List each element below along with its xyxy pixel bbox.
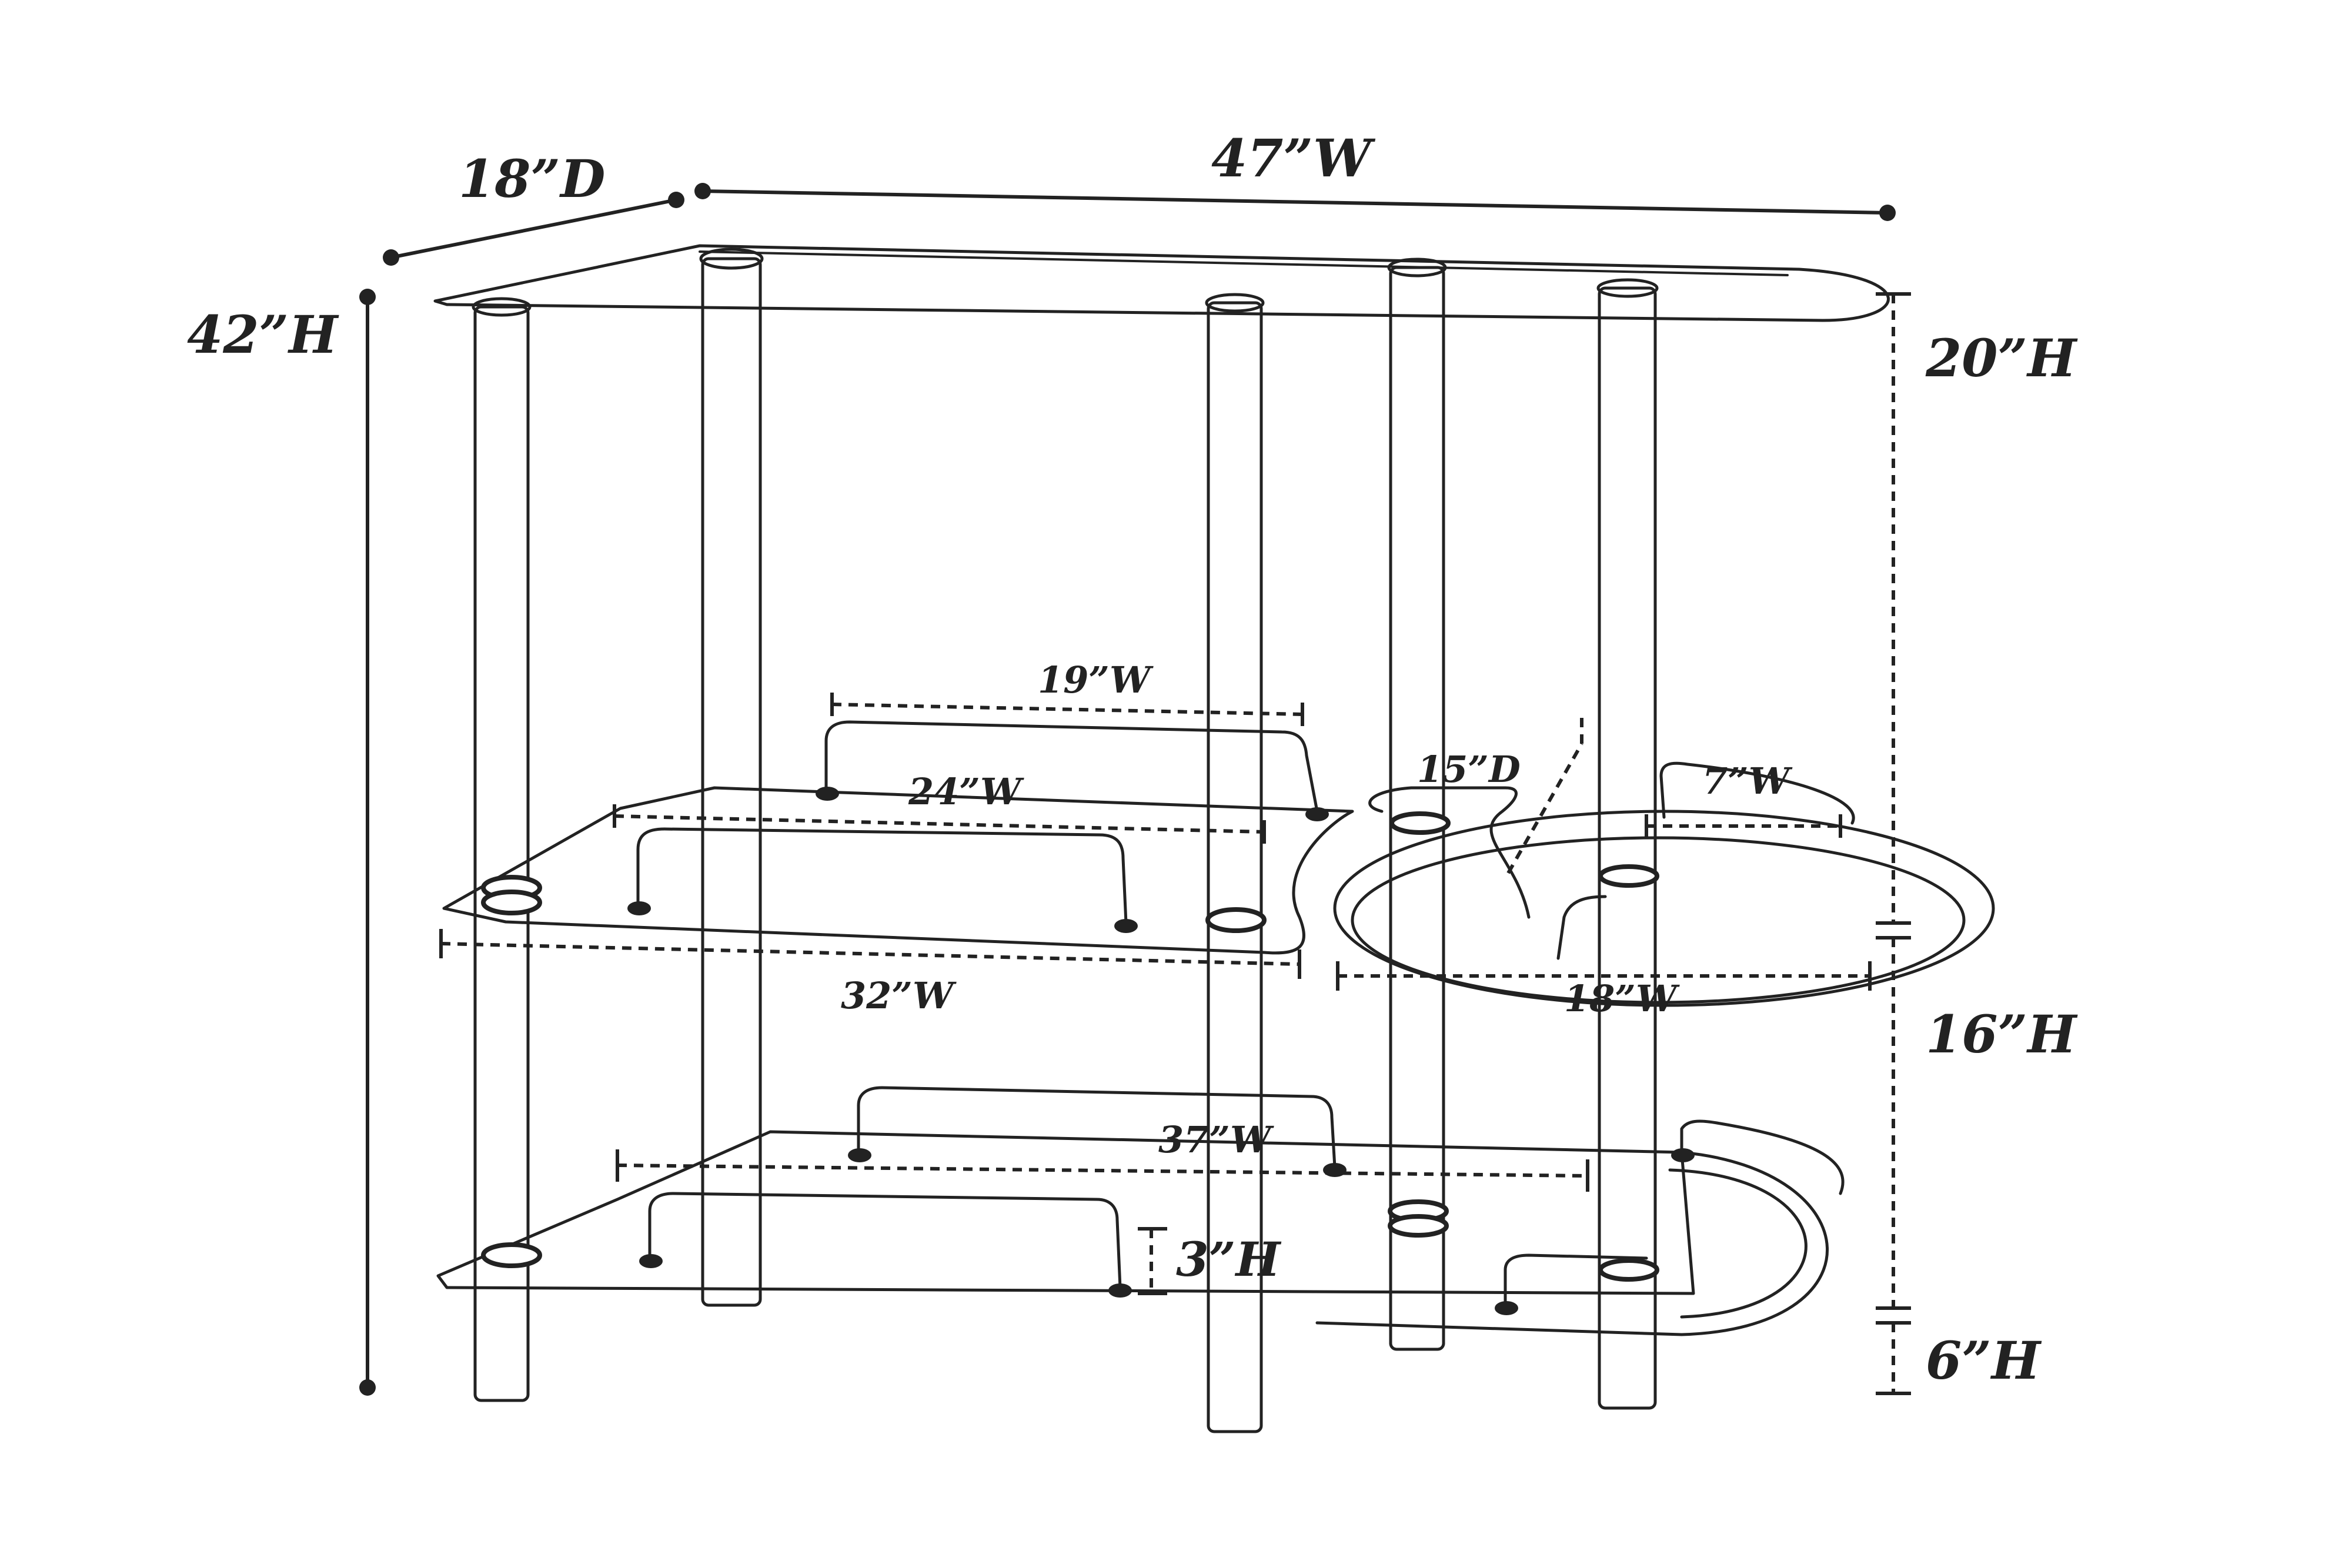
label-upper-back-width: 24”W <box>908 770 1024 813</box>
top-shelf <box>433 244 1890 322</box>
label-lower-width: 37”W <box>1158 1118 1274 1161</box>
label-round-shelf-depth: 15”D <box>1417 748 1521 791</box>
label-upper-front-width: 32”W <box>841 974 957 1017</box>
label-total-height: 42”H <box>187 304 339 365</box>
label-width: 47”W <box>1211 128 1376 189</box>
lower-shelf <box>436 1086 1845 1336</box>
dimension-labels: 18”D 47”W 42”H 20”H 16”H 6”H 3”H 19”W 24… <box>187 128 2078 1391</box>
upper-rails <box>627 720 1855 960</box>
legs <box>472 248 1659 1433</box>
label-round-shelf-width: 18”W <box>1564 977 1680 1020</box>
label-lower-section-height: 6”H <box>1926 1330 2042 1391</box>
label-round-shelf-inner-width: 7”W <box>1702 760 1793 803</box>
label-rail-height: 3”H <box>1176 1232 1282 1287</box>
label-upper-section-height: 20”H <box>1925 327 2078 389</box>
label-depth: 18”D <box>459 148 605 209</box>
label-middle-section-height: 16”H <box>1926 1004 2078 1065</box>
label-top-rail-width: 19”W <box>1038 658 1154 701</box>
dimension-lines <box>359 183 1911 1396</box>
middle-shelf <box>442 786 1995 1007</box>
